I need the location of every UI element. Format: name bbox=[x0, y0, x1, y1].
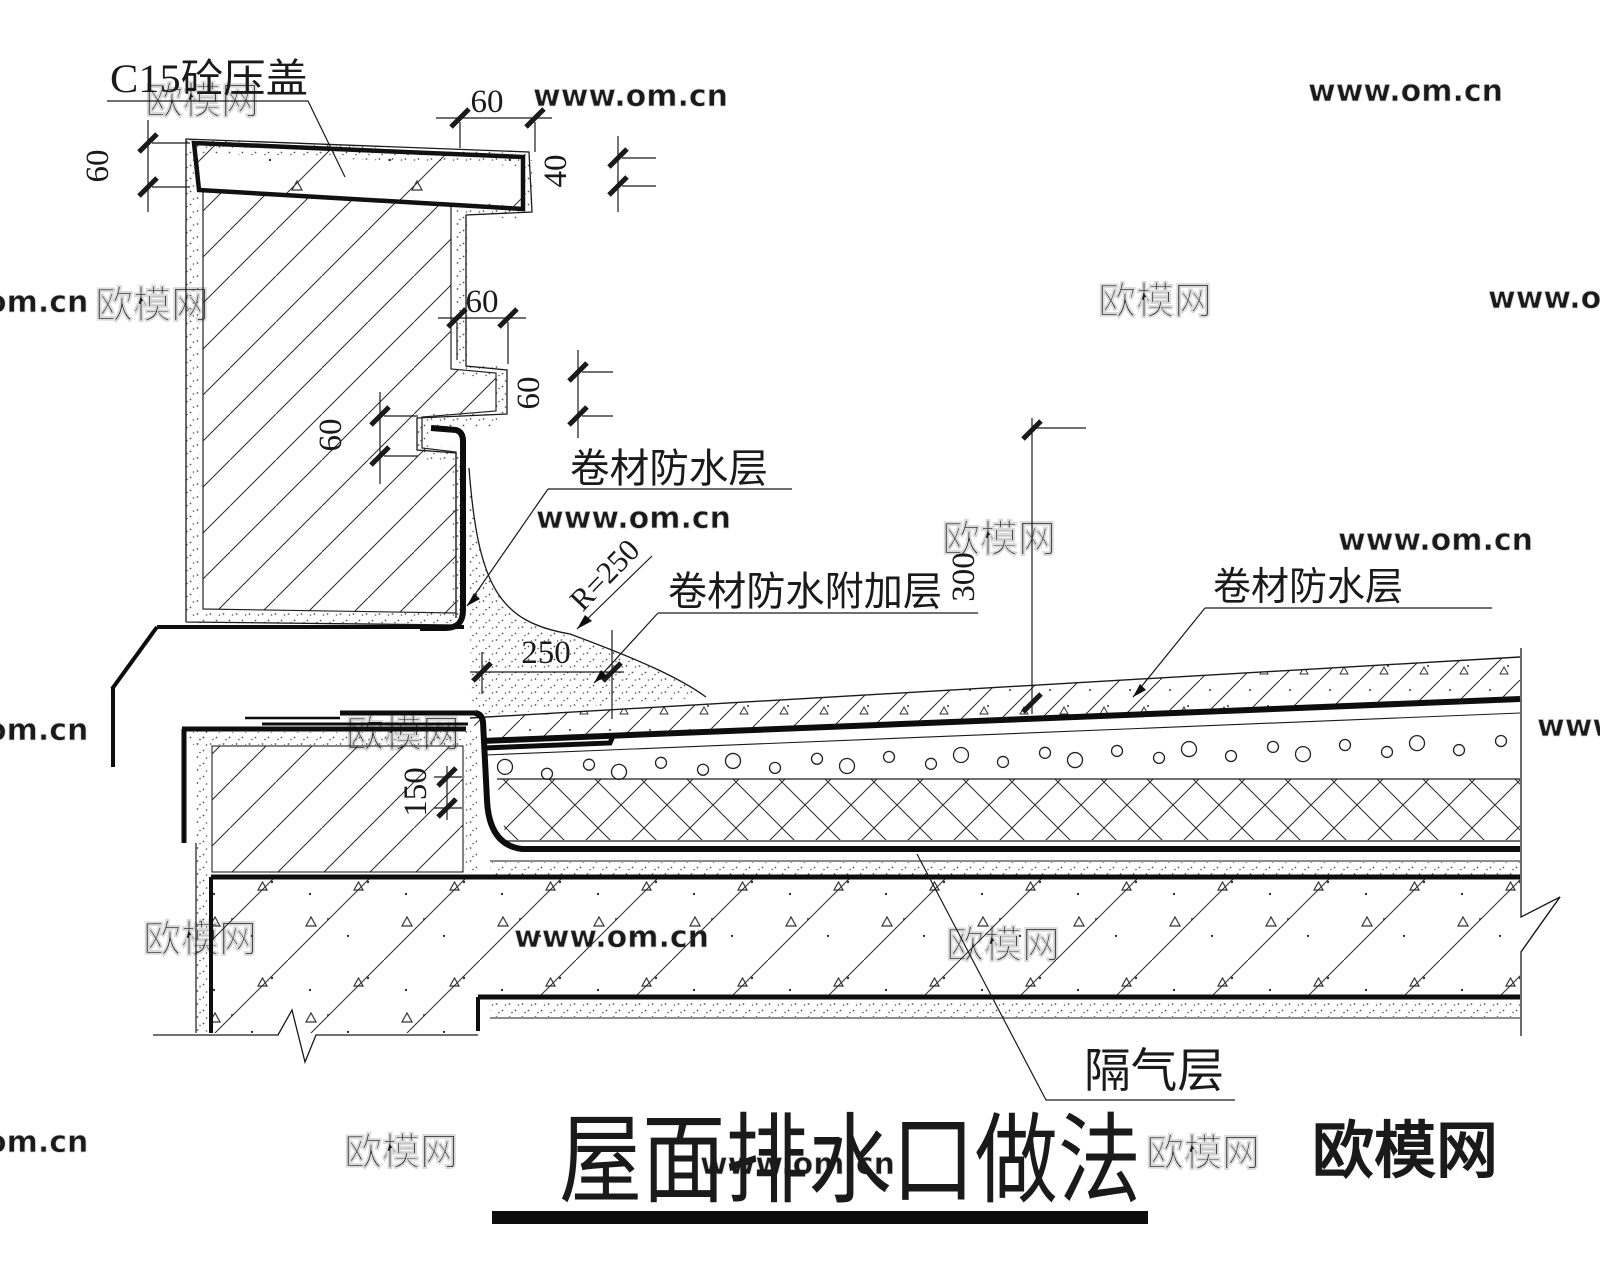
parapet-wall bbox=[185, 138, 533, 626]
gravel-dot bbox=[1266, 740, 1280, 754]
gravel-dot bbox=[1380, 745, 1394, 759]
gravel-dot bbox=[540, 767, 554, 780]
gravel-dot bbox=[1494, 734, 1508, 748]
dim-wall-step-text: 60 bbox=[466, 284, 499, 320]
gravel-dot bbox=[1224, 749, 1238, 763]
site-watermark: om.cn bbox=[0, 285, 88, 320]
dimension-flashing-height bbox=[1021, 418, 1086, 714]
site-watermark: www.om.cn bbox=[533, 79, 728, 114]
gravel-dot bbox=[1152, 751, 1166, 765]
label-vapor-barrier: 隔气层 bbox=[1084, 1046, 1224, 1098]
gravel-dot bbox=[724, 752, 742, 770]
dimension-notch-left bbox=[369, 392, 418, 484]
site-watermark: om.cn bbox=[0, 1125, 88, 1160]
gravel-dot bbox=[654, 756, 668, 769]
label-membrane-additional: 卷材防水附加层 bbox=[668, 569, 942, 614]
site-watermark: www.om.cn bbox=[536, 501, 731, 536]
dim-cant-width-text: 250 bbox=[521, 635, 571, 671]
dim-flashing-height-text: 300 bbox=[946, 552, 982, 602]
dim-notch-left-text: 60 bbox=[313, 419, 349, 452]
site-watermark: 欧模网 bbox=[942, 517, 1056, 561]
page-title: 屋面排水口做法 bbox=[559, 1108, 1141, 1216]
concrete-cap bbox=[191, 140, 526, 212]
gravel-dot bbox=[610, 763, 628, 781]
site-watermark: www.om.cn bbox=[1488, 281, 1600, 316]
dimension-notch-right bbox=[567, 350, 613, 438]
wall-masonry-hatch bbox=[202, 190, 497, 614]
site-watermark: www.om.cn bbox=[1308, 74, 1503, 109]
gravel-dot bbox=[1038, 746, 1052, 759]
label-membrane-right: 卷材防水层 bbox=[1213, 566, 1403, 609]
label-c15-cap: C15砼压盖 bbox=[110, 56, 308, 101]
dimension-cap-thickness-right bbox=[607, 136, 656, 212]
site-watermark-dark: 欧模网 bbox=[1312, 1114, 1498, 1187]
gravel-dot bbox=[496, 758, 514, 776]
dim-cap-thickness-left-text: 60 bbox=[80, 150, 116, 183]
gravel-dot bbox=[924, 757, 938, 770]
gravel-dot bbox=[1294, 745, 1312, 763]
gravel-dot bbox=[1180, 740, 1198, 758]
dimension-wall-step bbox=[438, 307, 526, 364]
site-watermark: www.om.cn bbox=[1338, 523, 1533, 558]
dimensions bbox=[137, 107, 1086, 820]
drain-curb-block bbox=[188, 729, 477, 1033]
dimension-curb-height bbox=[434, 766, 462, 820]
leader-lines bbox=[107, 100, 1492, 1101]
site-watermark: www.om.cn bbox=[1537, 709, 1600, 744]
gravel-dot bbox=[952, 746, 970, 764]
dim-cap-overhang-text: 60 bbox=[471, 84, 504, 120]
gravel-dot bbox=[1110, 744, 1124, 758]
gravel-dot bbox=[768, 761, 782, 774]
site-watermark: 欧模网 bbox=[1146, 1131, 1260, 1175]
dim-notch-right-text: 60 bbox=[511, 377, 547, 410]
dim-curb-height-text: 150 bbox=[398, 767, 434, 817]
gravel-dot bbox=[582, 758, 596, 771]
site-watermark: www.om.cn bbox=[700, 1147, 895, 1182]
dimension-cap-overhang bbox=[436, 107, 552, 152]
site-watermark: om.cn bbox=[0, 713, 88, 748]
insulation-layer bbox=[497, 779, 1520, 840]
membrane-lines bbox=[110, 425, 1521, 1033]
cant-fillet bbox=[468, 467, 707, 716]
leader-arrows bbox=[467, 593, 1146, 697]
roof-waterproof-membrane bbox=[481, 696, 1521, 744]
gravel-dot bbox=[996, 755, 1010, 769]
label-membrane-left: 卷材防水层 bbox=[570, 446, 768, 491]
fillet-radius-text: R=250 bbox=[562, 532, 646, 617]
gravel-dot bbox=[838, 757, 856, 775]
gravel-leveling-layer bbox=[496, 734, 1508, 781]
gravel-dot bbox=[1452, 743, 1466, 757]
gravel-dot bbox=[1066, 751, 1084, 769]
gravel-dot bbox=[882, 750, 896, 764]
title-underline bbox=[492, 1211, 1148, 1224]
site-watermark: 欧模网 bbox=[1098, 279, 1212, 323]
gravel-dot bbox=[1408, 735, 1426, 752]
additional-membrane-layer bbox=[483, 735, 616, 751]
dim-cap-thickness-right-text: 40 bbox=[538, 155, 574, 188]
screed-layer bbox=[470, 657, 1520, 743]
break-lines bbox=[153, 648, 1561, 1065]
dimension-cant-width bbox=[470, 630, 624, 719]
curb-masonry-hatch bbox=[211, 745, 464, 873]
gravel-dot bbox=[810, 752, 824, 765]
gravel-dot bbox=[696, 763, 710, 776]
site-watermark: 欧模网 bbox=[344, 1130, 458, 1174]
dimension-cap-thickness-left bbox=[137, 120, 190, 212]
vapor-barrier-line bbox=[474, 710, 1520, 852]
gravel-dot bbox=[1338, 738, 1352, 752]
